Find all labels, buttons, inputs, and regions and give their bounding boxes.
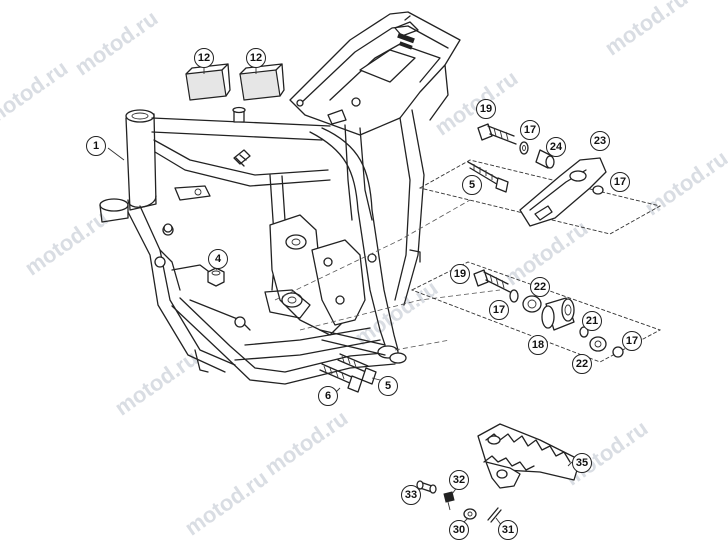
bushing-22-mid [522, 295, 542, 313]
bolt-6 [319, 363, 363, 393]
guard-plate-left [185, 63, 231, 101]
callout-33: 33 [401, 485, 421, 505]
engine-mount-plates [264, 214, 386, 356]
rear-subframe [289, 11, 461, 306]
bushing-22-right [589, 336, 607, 352]
frame-down-tubes [127, 205, 251, 373]
callout-18: 18 [528, 335, 548, 355]
spacer-24 [535, 149, 555, 169]
bolt-5-lower [337, 353, 377, 385]
bushing-18 [541, 297, 575, 331]
frame-brackets [174, 154, 247, 201]
callout-1: 1 [86, 136, 106, 156]
washer-30 [463, 508, 477, 520]
callout-5-lower: 5 [378, 376, 398, 396]
callout-30: 30 [449, 520, 469, 540]
spring-32 [443, 491, 455, 511]
washer-17-mid [509, 289, 519, 303]
callout-31: 31 [498, 520, 518, 540]
callout-35: 35 [572, 453, 592, 473]
washer-17-upper [519, 141, 529, 155]
callout-5-upper: 5 [462, 175, 482, 195]
callout-17-far: 17 [622, 331, 642, 351]
footpeg-bracket-23 [519, 157, 607, 227]
frame-top-tubes [151, 106, 331, 187]
bolt-19-upper [477, 123, 517, 145]
cotter-pin-31 [487, 507, 502, 523]
callout-4: 4 [208, 249, 228, 269]
washer-17-far [612, 346, 624, 358]
callout-32: 32 [449, 470, 469, 490]
callout-17-upper: 17 [520, 120, 540, 140]
callout-17-mid: 17 [489, 300, 509, 320]
guard-plate-right [239, 63, 285, 101]
callout-17-right: 17 [610, 172, 630, 192]
callout-12-left: 12 [194, 48, 214, 68]
callout-12-right: 12 [246, 48, 266, 68]
callout-19-upper: 19 [476, 99, 496, 119]
callout-6: 6 [318, 386, 338, 406]
washer-17-right [592, 185, 604, 195]
middle-right-box [410, 261, 662, 363]
callout-21: 21 [582, 311, 602, 331]
callout-22-mid: 22 [530, 277, 550, 297]
callout-24: 24 [546, 137, 566, 157]
callout-19-lower: 19 [450, 264, 470, 284]
bolt-5-upper [467, 161, 509, 193]
nut-4 [207, 267, 225, 287]
callout-22-right: 22 [572, 354, 592, 374]
bolt-19-lower [473, 269, 511, 293]
steering-head-tube [99, 109, 157, 223]
callout-23: 23 [590, 131, 610, 151]
footpeg-35 [477, 423, 581, 489]
